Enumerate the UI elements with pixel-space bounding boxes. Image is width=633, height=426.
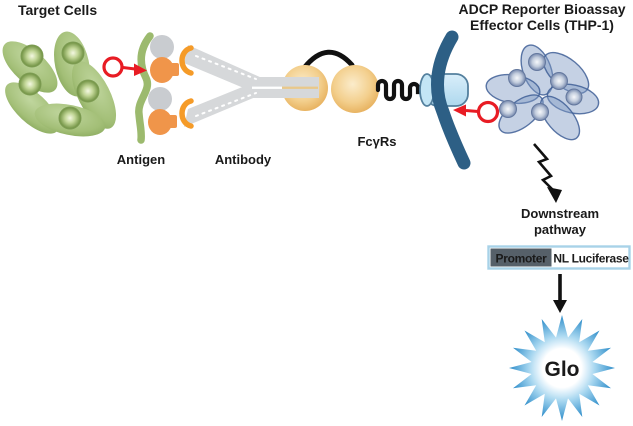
fab-binding-bracket: [179, 45, 194, 76]
receptor-binding-marker-icon: [453, 100, 500, 124]
target-cell-membrane: [135, 32, 154, 144]
effector-cell-membrane: [431, 30, 471, 170]
receptor-stalk: [375, 78, 426, 102]
antigen-binding-marker-icon: [102, 56, 147, 78]
antigen-graphic: [148, 35, 179, 135]
effector-title-line1: ADCP Reporter Bioassay: [458, 1, 625, 17]
downstream-label-line1: Downstream: [521, 206, 599, 221]
target-cells-graphic: [2, 31, 117, 137]
glo-label: Glo: [545, 358, 580, 381]
expression-arrow-icon: [553, 274, 567, 313]
promoter-box: [490, 248, 552, 267]
fab-binding-bracket: [179, 98, 194, 129]
effector-title-line2: Effector Cells (THP-1): [470, 17, 614, 33]
promoter-label: Promoter: [496, 252, 548, 266]
signal-lightning-arrow-icon: [533, 143, 562, 203]
antibody-label: Antibody: [215, 152, 272, 167]
antigen-label: Antigen: [117, 152, 165, 167]
fcyrs-label: FcγRs: [357, 134, 396, 149]
effector-cells-graphic: [485, 44, 600, 141]
reporter-construct: Promoter NL Luciferase: [487, 245, 631, 270]
glo-starburst-icon: Glo: [509, 315, 615, 421]
fc-hinge-arc: [301, 49, 355, 71]
downstream-label-line2: pathway: [534, 222, 587, 237]
fcyr-receptor-graphic: [375, 73, 469, 107]
antibody-graphic: [179, 45, 379, 129]
nl-luciferase-label: NL Luciferase: [553, 252, 629, 266]
effector-cell-nuclei: [499, 53, 583, 121]
fc-domain-2: [331, 65, 379, 113]
target-cell-nuclei: [18, 41, 100, 130]
target-cells-label: Target Cells: [18, 2, 97, 18]
